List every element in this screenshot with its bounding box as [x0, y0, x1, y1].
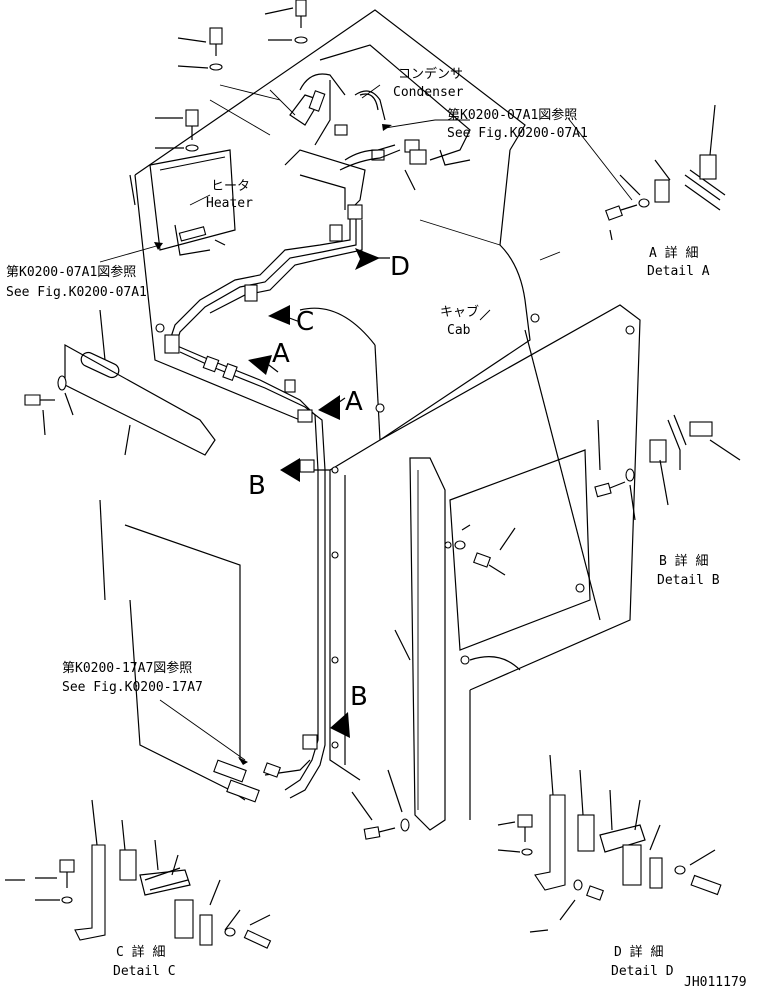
left-trim-panel [24, 309, 216, 456]
detail-d-parts [497, 754, 722, 933]
detail-c-parts [5, 799, 272, 949]
detail-d-label-en: Detail D [611, 964, 674, 979]
heater-label-jp: ヒータ [211, 179, 250, 194]
detail-c-label-jp: C 詳 細 [116, 944, 165, 960]
detail-a-label-en: Detail A [647, 264, 710, 279]
heater-label-en: Heater [206, 196, 253, 211]
heater-unit [129, 149, 236, 256]
cab-label-jp: キャブ [440, 304, 479, 320]
arrow-b2 [330, 712, 350, 738]
see-fig-left-en: See Fig.K0200-07A1 [6, 285, 147, 300]
arrow-d [355, 248, 380, 270]
condenser-area [155, 0, 471, 211]
condenser-label-jp: コンデンサ [398, 66, 463, 82]
pillar-cover [409, 457, 452, 831]
leaders [99, 84, 633, 765]
see-fig-top-jp: 第K0200-07A1図参照 [447, 107, 577, 123]
detail-b-label-jp: B 詳 細 [659, 553, 708, 569]
arrow-a2 [318, 395, 340, 420]
cab-body [99, 9, 641, 820]
detail-b-label-en: Detail B [657, 573, 720, 588]
mount-bolts [351, 524, 516, 840]
detail-a-parts [605, 104, 726, 241]
cab-label-en: Cab [447, 323, 471, 338]
condenser-label-en: Condenser [393, 85, 464, 100]
see-fig-bottom-en: See Fig.K0200-17A7 [62, 680, 203, 695]
see-fig-bottom-jp: 第K0200-17A7図参照 [62, 660, 192, 676]
see-fig-top-en: See Fig.K0200-07A1 [447, 126, 588, 141]
view-label-a1: A [272, 339, 290, 369]
detail-b-parts [594, 414, 741, 521]
hose-routing [164, 204, 363, 803]
arrow-c [268, 305, 290, 325]
arrow-b1 [280, 458, 300, 482]
view-label-b2: B [350, 682, 368, 712]
drawing-number: JH011179 [684, 975, 747, 990]
detail-c-label-en: Detail C [113, 964, 176, 979]
view-arrows [248, 248, 390, 738]
view-label-d: D [390, 252, 410, 282]
view-label-a2: A [345, 387, 363, 417]
arrow-a1 [248, 355, 272, 375]
view-label-b1: B [248, 471, 266, 501]
labels: コンデンサ Condenser 第K0200-07A1図参照 See Fig.K… [6, 66, 747, 990]
view-label-c: C [296, 307, 314, 337]
detail-d-label-jp: D 詳 細 [614, 944, 663, 960]
see-fig-left-jp: 第K0200-07A1図参照 [6, 264, 136, 280]
detail-a-label-jp: A 詳 細 [649, 245, 698, 261]
